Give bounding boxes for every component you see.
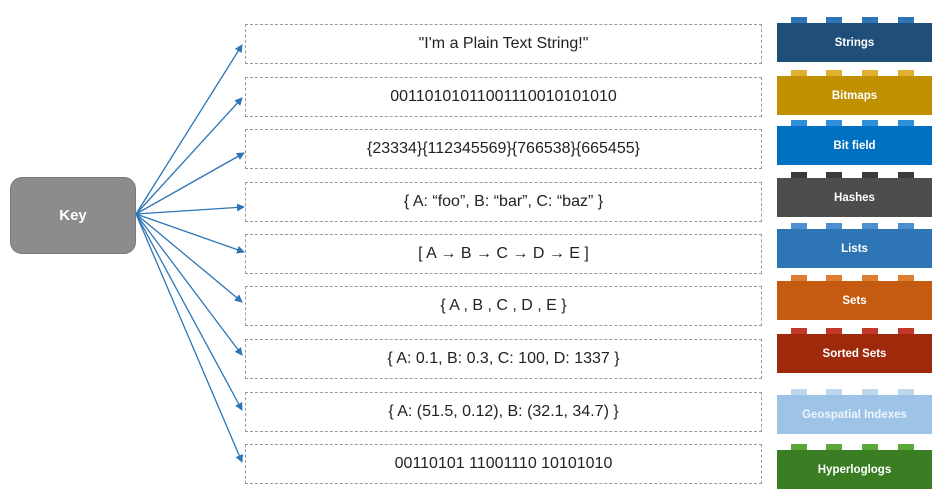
block-stud	[898, 389, 914, 395]
type-label: Strings	[834, 36, 875, 49]
arrow	[135, 97, 243, 215]
arrow	[135, 152, 245, 215]
block-stud	[862, 328, 878, 334]
type-block-geospatial-indexes: Geospatial Indexes	[777, 389, 932, 434]
value-box: "I'm a Plain Text String!"	[245, 24, 762, 64]
block-studs	[777, 70, 932, 76]
value-text: 00110101011001110010101010	[390, 88, 617, 105]
block-stud	[862, 172, 878, 178]
block-stud	[791, 328, 807, 334]
type-label: Bit field	[833, 139, 876, 152]
type-block-sorted-sets: Sorted Sets	[777, 328, 932, 373]
block-stud	[898, 17, 914, 23]
value-text: { A: 0.1, B: 0.3, C: 100, D: 1337 }	[387, 350, 620, 367]
block-studs	[777, 275, 932, 281]
arrow	[135, 213, 243, 411]
type-block-hyperloglogs: Hyperloglogs	[777, 444, 932, 489]
arrow	[135, 213, 243, 463]
type-block-lists: Lists	[777, 223, 932, 268]
value-text: 00110101 11001110 10101010	[394, 455, 613, 472]
type-label: Sets	[842, 294, 867, 307]
key-box: Key	[10, 177, 136, 254]
value-text: {23334}{112345569}{766538}{665455}	[367, 140, 640, 157]
value-box: { A , B , C , D , E }	[245, 286, 762, 326]
block-stud	[826, 444, 842, 450]
key-label: Key	[59, 207, 87, 224]
block-stud	[898, 328, 914, 334]
value-text: "I'm a Plain Text String!"	[418, 35, 589, 52]
block-stud	[862, 223, 878, 229]
type-label: Bitmaps	[831, 89, 878, 102]
block-stud	[791, 223, 807, 229]
block-stud	[862, 389, 878, 395]
arrow	[135, 213, 243, 356]
block-stud	[791, 275, 807, 281]
block-stud	[898, 223, 914, 229]
arrow	[135, 44, 243, 215]
block-stud	[898, 120, 914, 126]
block-stud	[862, 17, 878, 23]
block-stud	[826, 328, 842, 334]
value-text: { A: (51.5, 0.12), B: (32.1, 34.7) }	[388, 403, 619, 420]
block-stud	[862, 120, 878, 126]
block-stud	[791, 70, 807, 76]
block-studs	[777, 172, 932, 178]
type-block-hashes: Hashes	[777, 172, 932, 217]
block-stud	[826, 120, 842, 126]
arrow	[135, 203, 245, 215]
block-studs	[777, 328, 932, 334]
block-stud	[898, 70, 914, 76]
type-block-strings: Strings	[777, 17, 932, 62]
block-stud	[791, 444, 807, 450]
block-stud	[826, 172, 842, 178]
value-box: [ A → B → C → D → E ]	[245, 234, 762, 274]
block-stud	[898, 172, 914, 178]
block-stud	[898, 275, 914, 281]
block-stud	[826, 223, 842, 229]
value-box: 00110101011001110010101010	[245, 77, 762, 117]
block-stud	[862, 444, 878, 450]
block-stud	[862, 275, 878, 281]
block-stud	[791, 172, 807, 178]
block-stud	[826, 389, 842, 395]
block-stud	[826, 70, 842, 76]
block-stud	[862, 70, 878, 76]
type-label: Hyperloglogs	[817, 463, 892, 476]
value-text: { A , B , C , D , E }	[440, 297, 567, 314]
value-text: [ A → B → C → D → E ]	[418, 245, 589, 262]
block-stud	[791, 17, 807, 23]
value-box: 00110101 11001110 10101010	[245, 444, 762, 484]
value-box: { A: 0.1, B: 0.3, C: 100, D: 1337 }	[245, 339, 762, 379]
arrow	[135, 213, 245, 254]
block-stud	[791, 120, 807, 126]
block-studs	[777, 120, 932, 126]
value-box: { A: (51.5, 0.12), B: (32.1, 34.7) }	[245, 392, 762, 432]
block-stud	[826, 17, 842, 23]
block-studs	[777, 389, 932, 395]
type-label: Hashes	[834, 191, 875, 204]
block-studs	[777, 223, 932, 229]
block-studs	[777, 444, 932, 450]
type-block-bit-field: Bit field	[777, 120, 932, 165]
value-box: {23334}{112345569}{766538}{665455}	[245, 129, 762, 169]
block-stud	[898, 444, 914, 450]
type-label: Lists	[841, 242, 868, 255]
block-stud	[791, 389, 807, 395]
type-block-sets: Sets	[777, 275, 932, 320]
block-studs	[777, 17, 932, 23]
value-box: { A: “foo”, B: “bar”, C: “baz” }	[245, 182, 762, 222]
type-block-bitmaps: Bitmaps	[777, 70, 932, 115]
arrow	[135, 213, 243, 303]
block-stud	[826, 275, 842, 281]
type-label: Geospatial Indexes	[802, 408, 907, 421]
type-label: Sorted Sets	[822, 347, 887, 360]
value-text: { A: “foo”, B: “bar”, C: “baz” }	[403, 193, 604, 210]
